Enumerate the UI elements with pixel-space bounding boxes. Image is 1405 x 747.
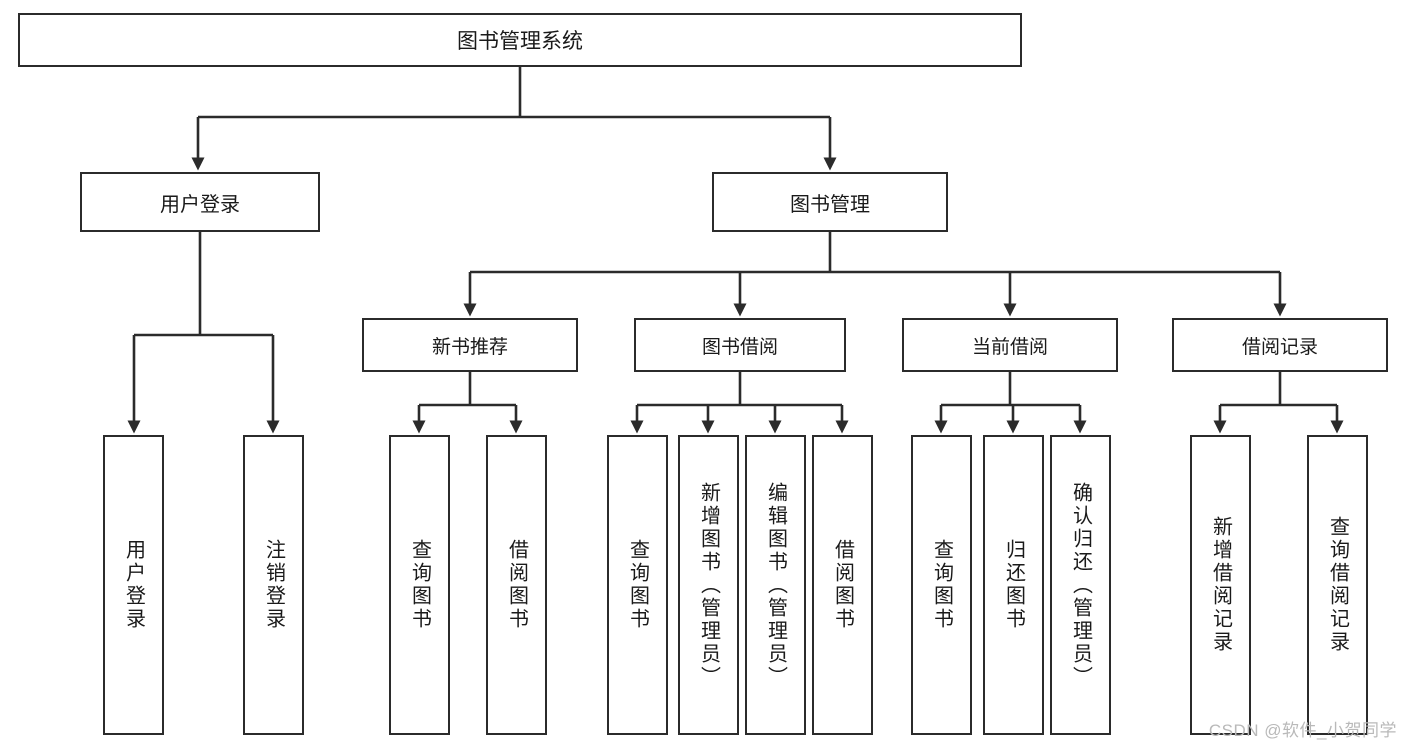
node-book-borrow[interactable]: 图书借阅 — [634, 318, 846, 372]
node-leaf-label: 用户登录 — [122, 539, 145, 631]
node-root-label: 图书管理系统 — [457, 30, 583, 53]
node-root-system[interactable]: 图书管理系统 — [18, 13, 1022, 67]
node-book-management[interactable]: 图书管理 — [712, 172, 948, 232]
node-leaf[interactable]: 借阅图书 — [812, 435, 873, 735]
node-leaf-label: 查询图书 — [408, 539, 431, 631]
node-current-borrow[interactable]: 当前借阅 — [902, 318, 1118, 372]
node-leaf[interactable]: 查询图书 — [389, 435, 450, 735]
node-leaf-label: 编辑图书（管理员） — [764, 481, 787, 689]
node-leaf-label: 查询借阅记录 — [1326, 516, 1349, 654]
node-leaf-label: 查询图书 — [930, 539, 953, 631]
node-leaf-label: 借阅图书 — [505, 539, 528, 631]
node-leaf[interactable]: 查询图书 — [911, 435, 972, 735]
node-user-login-label: 用户登录 — [160, 193, 240, 216]
node-leaf-label: 注销登录 — [262, 539, 285, 631]
node-borrow-record[interactable]: 借阅记录 — [1172, 318, 1388, 372]
node-new-book-recommend-label: 新书推荐 — [431, 336, 508, 358]
node-book-borrow-label: 图书借阅 — [701, 336, 778, 358]
node-book-management-label: 图书管理 — [790, 193, 870, 216]
node-leaf[interactable]: 确认归还（管理员） — [1050, 435, 1111, 735]
node-leaf[interactable]: 新增借阅记录 — [1190, 435, 1251, 735]
node-leaf-label: 新增借阅记录 — [1209, 516, 1232, 654]
watermark-text: CSDN @软件_小贺同学 — [1208, 721, 1397, 740]
node-leaf[interactable]: 查询借阅记录 — [1307, 435, 1368, 735]
node-user-login[interactable]: 用户登录 — [80, 172, 320, 232]
node-leaf-label: 借阅图书 — [831, 539, 854, 631]
node-leaf[interactable]: 借阅图书 — [486, 435, 547, 735]
node-leaf[interactable]: 归还图书 — [983, 435, 1044, 735]
node-leaf[interactable]: 新增图书（管理员） — [678, 435, 739, 735]
node-leaf[interactable]: 查询图书 — [607, 435, 668, 735]
node-leaf-label: 新增图书（管理员） — [697, 481, 720, 689]
node-leaf-label: 确认归还（管理员） — [1069, 481, 1092, 689]
node-current-borrow-label: 当前借阅 — [971, 336, 1048, 358]
node-new-book-recommend[interactable]: 新书推荐 — [362, 318, 578, 372]
node-leaf[interactable]: 用户登录 — [103, 435, 164, 735]
node-leaf[interactable]: 编辑图书（管理员） — [745, 435, 806, 735]
node-leaf[interactable]: 注销登录 — [243, 435, 304, 735]
node-leaf-label: 查询图书 — [626, 539, 649, 631]
node-leaf-label: 归还图书 — [1002, 539, 1025, 631]
node-borrow-record-label: 借阅记录 — [1241, 336, 1318, 358]
